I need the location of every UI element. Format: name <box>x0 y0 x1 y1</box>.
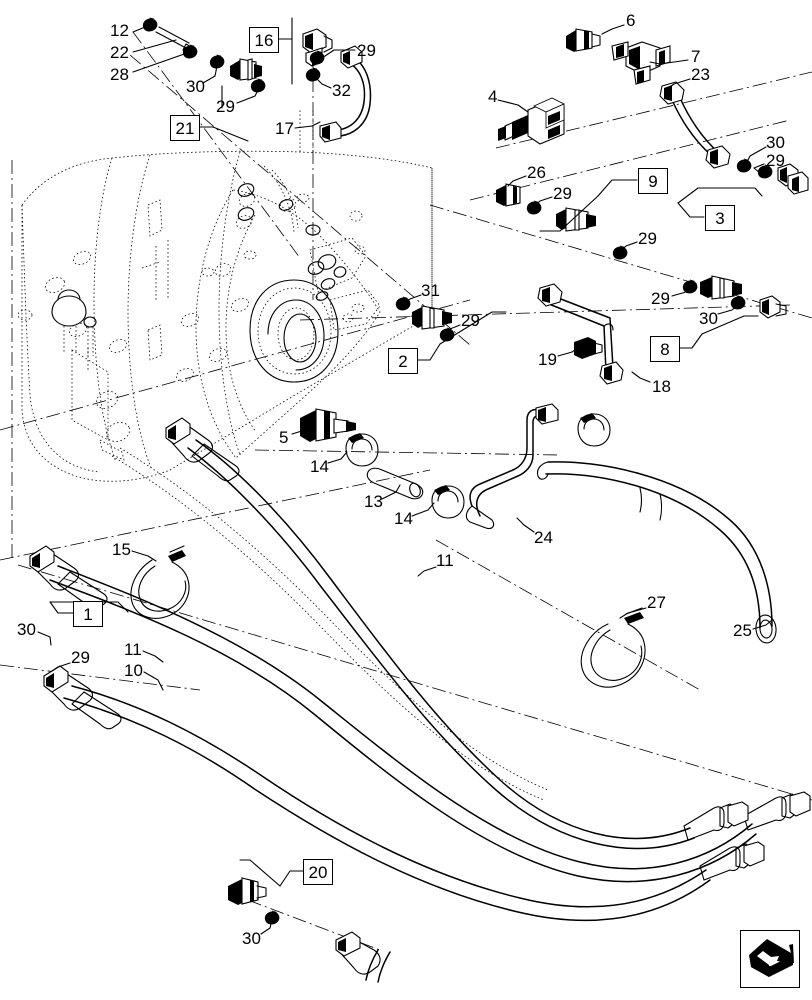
callout-29-e: 29 <box>638 229 657 248</box>
group-adapter-5-13-14 <box>300 408 465 519</box>
hose-11-end-left <box>29 545 108 610</box>
tube-23 <box>659 81 731 169</box>
plug-20 <box>228 877 391 983</box>
callout-10: 10 <box>124 661 143 680</box>
callout-30-d: 30 <box>17 620 36 639</box>
callout-25: 25 <box>733 621 752 640</box>
callout-leaders <box>37 24 773 935</box>
callout-18: 18 <box>652 377 671 396</box>
callout-11-b: 11 <box>124 640 142 659</box>
callout-12: 12 <box>110 21 129 40</box>
callout-4: 4 <box>488 87 498 106</box>
callout-15: 15 <box>112 540 131 559</box>
fitting-21 <box>230 58 262 81</box>
boxref-2[interactable]: 2 <box>388 348 418 374</box>
hose-run-end-bottom <box>683 801 749 841</box>
plug-26 <box>496 183 521 207</box>
callout-29-h: 29 <box>71 648 90 667</box>
clamp-15 <box>130 545 190 619</box>
callout-29-f: 29 <box>651 289 670 308</box>
hose-11-end-right <box>743 791 811 831</box>
hose-25 <box>536 461 777 644</box>
boxref-16[interactable]: 16 <box>249 27 279 53</box>
connector-31 <box>412 305 452 330</box>
group-2-connector <box>393 294 457 344</box>
connector-9 <box>556 207 596 232</box>
callout-14-b: 14 <box>394 509 413 528</box>
group-8-tube <box>537 283 624 385</box>
hose-10-end-left <box>43 665 122 730</box>
pressure-sensor-4 <box>498 97 565 145</box>
callout-31: 31 <box>421 281 440 300</box>
callout-30-a: 30 <box>186 77 205 96</box>
adapter-5 <box>300 408 356 442</box>
callout-28: 28 <box>110 65 129 84</box>
callout-14-a: 14 <box>310 457 329 476</box>
housing-output-hub <box>249 279 339 383</box>
callout-26: 26 <box>527 163 546 182</box>
fitting-7 <box>611 41 671 85</box>
boxref-8[interactable]: 8 <box>650 336 680 362</box>
callout-7: 7 <box>691 47 701 66</box>
callout-29-b: 29 <box>357 41 376 60</box>
arrow-logo-icon <box>749 939 794 977</box>
callout-29-g: 29 <box>461 311 480 330</box>
fitting-6 <box>566 28 601 52</box>
housing-port-cluster <box>307 237 381 331</box>
callout-29-d: 29 <box>553 184 572 203</box>
clamp-14a <box>345 433 379 467</box>
callout-30-e: 30 <box>242 929 261 948</box>
hose-background-phantom <box>99 439 549 801</box>
callout-19: 19 <box>538 350 557 369</box>
hose-10 <box>43 665 765 922</box>
hose-bottom-end <box>335 931 391 983</box>
callout-29-a: 29 <box>216 97 235 116</box>
callout-6: 6 <box>626 11 636 30</box>
callout-27: 27 <box>647 593 666 612</box>
boxref-3[interactable]: 3 <box>705 205 735 231</box>
boxref-leaders <box>49 17 763 887</box>
callout-24: 24 <box>534 528 553 547</box>
callout-13: 13 <box>364 492 383 511</box>
hose-11 <box>29 545 811 883</box>
callout-30-b: 30 <box>766 133 785 152</box>
transmission-housing <box>17 108 433 482</box>
tube-17 <box>319 45 372 143</box>
callout-29-c: 29 <box>766 151 785 170</box>
plug-19 <box>574 337 603 359</box>
group-24-tube <box>465 403 611 530</box>
group-16-tube-assembly <box>302 28 372 143</box>
elbow-fitting-8b <box>759 295 787 319</box>
clamp-27 <box>580 607 646 688</box>
tube-18 <box>537 283 624 385</box>
clamp-14b <box>431 485 465 519</box>
hose-10-end-right <box>699 841 765 881</box>
sleeve-13 <box>366 467 424 500</box>
boxref-9[interactable]: 9 <box>638 168 668 194</box>
callout-11-a: 11 <box>436 551 454 570</box>
callout-5: 5 <box>279 428 289 447</box>
callout-32: 32 <box>332 81 351 100</box>
centerlines <box>0 30 812 951</box>
callout-17: 17 <box>275 119 294 138</box>
elbow-fitting-3 <box>777 163 809 195</box>
group-21-sensor-harness <box>140 15 268 95</box>
connector-8 <box>700 275 742 300</box>
boxref-20[interactable]: 20 <box>303 859 333 885</box>
group-9-fittings <box>496 183 787 319</box>
callout-30-c: 30 <box>699 309 718 328</box>
housing-bosses <box>17 193 366 442</box>
boxref-21[interactable]: 21 <box>170 115 200 141</box>
manufacturer-arrow-logo <box>740 930 800 988</box>
boxref-1[interactable]: 1 <box>73 601 103 627</box>
group-3-fittings <box>498 28 809 195</box>
housing-fill-port <box>51 289 97 356</box>
hose-housing-run <box>165 417 749 850</box>
clamp-24 <box>577 413 611 447</box>
hose-run-end-top <box>165 417 240 482</box>
callout-22: 22 <box>110 43 129 62</box>
callout-23: 23 <box>691 65 710 84</box>
